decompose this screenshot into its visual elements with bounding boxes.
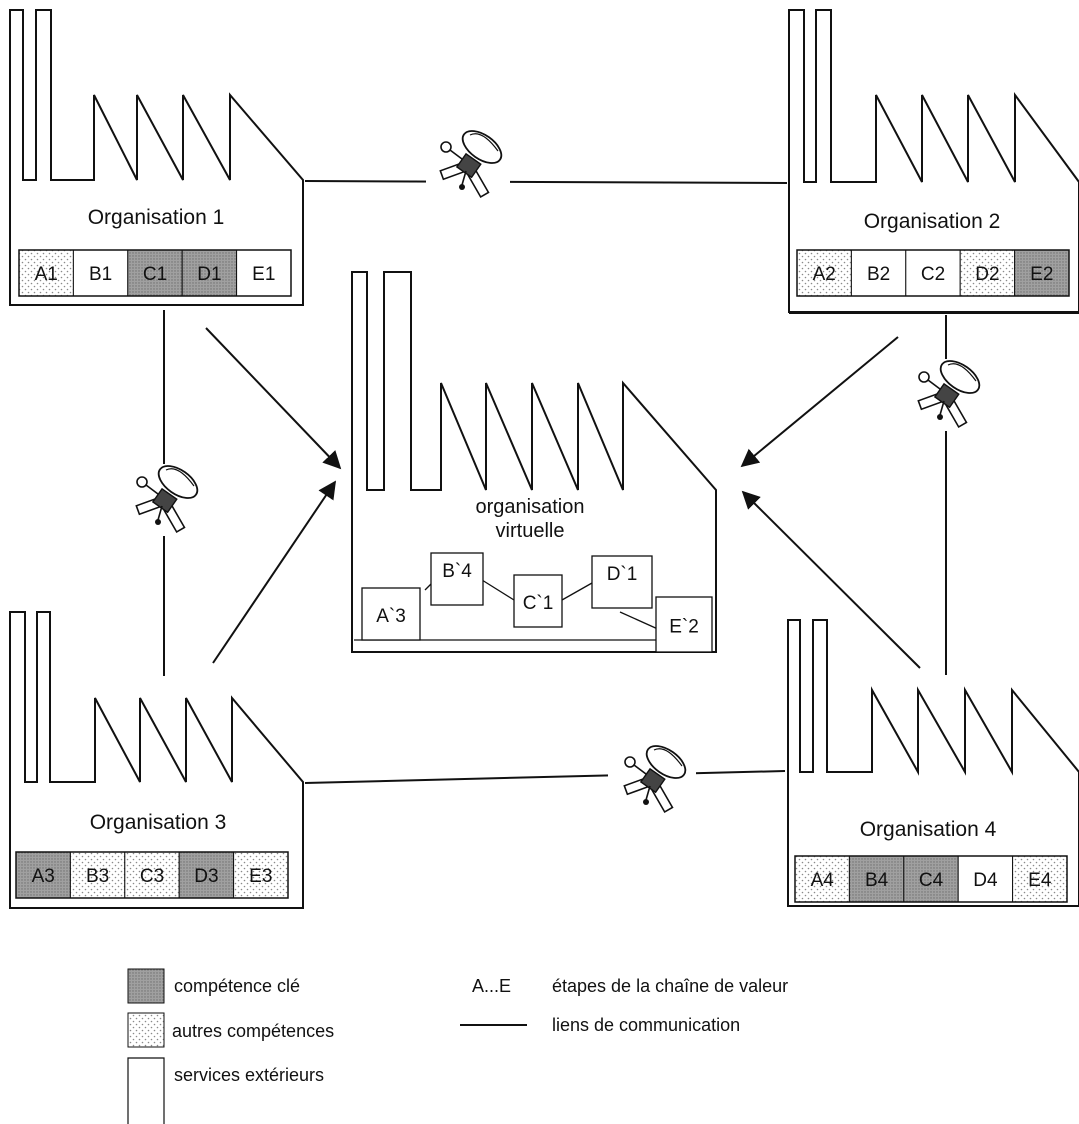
org1-label: Organisation 1 bbox=[88, 206, 225, 229]
value-chain-org4: A4 B4 C4 D4 E4 bbox=[795, 856, 1067, 902]
virtual-stage-label: A`3 bbox=[376, 606, 406, 627]
org3-label: Organisation 3 bbox=[90, 811, 227, 834]
virtual-label-line1: organisation bbox=[476, 496, 585, 518]
virtual-stage-label: B`4 bbox=[442, 561, 472, 582]
value-chain-cell-label: C2 bbox=[921, 264, 945, 285]
value-chain-org2: A2 B2 C2 D2 E2 bbox=[797, 250, 1069, 296]
value-chain-cell-label: D1 bbox=[197, 264, 221, 285]
value-chain-cell-label: C4 bbox=[919, 870, 944, 891]
org2-label: Organisation 2 bbox=[864, 210, 1001, 233]
value-chain-cell-label: A3 bbox=[32, 866, 55, 887]
value-chain-org3: A3 B3 C3 D3 E3 bbox=[16, 852, 288, 898]
satellite-icon bbox=[918, 355, 985, 431]
org4-label: Organisation 4 bbox=[860, 818, 997, 841]
factory-virtual: organisation virtuelle A`3 B`4C`1 D`1E`2 bbox=[352, 272, 716, 652]
value-chain-org1: A1 B1 C1 D1 E1 bbox=[19, 250, 291, 296]
legend-swatch-key bbox=[128, 969, 164, 1003]
satellite-icon bbox=[608, 740, 696, 812]
legend-stages-text: étapes de la chaîne de valeur bbox=[552, 976, 788, 996]
virtual-stage-label: E`2 bbox=[669, 617, 699, 638]
legend-stages-symbol: A...E bbox=[472, 976, 511, 996]
value-chain-cell-label: E1 bbox=[252, 264, 275, 285]
satellite-icon bbox=[136, 460, 203, 536]
satellite-icon bbox=[426, 125, 510, 197]
value-chain-cell-label: A2 bbox=[813, 264, 836, 285]
value-chain-cell-label: D4 bbox=[973, 870, 998, 891]
link-org3-org4 bbox=[305, 771, 785, 783]
arrow-org3 bbox=[213, 482, 335, 663]
virtual-stage-label: C`1 bbox=[523, 593, 554, 614]
arrow-org4 bbox=[743, 492, 920, 668]
value-chain-cell-label: B4 bbox=[865, 870, 889, 891]
value-chain-cell-label: E2 bbox=[1030, 264, 1053, 285]
value-chain-cell-label: E3 bbox=[249, 866, 272, 887]
virtual-stage-label: D`1 bbox=[607, 564, 638, 585]
legend-swatch-external bbox=[128, 1058, 164, 1124]
value-chain-cell-label: A1 bbox=[35, 264, 58, 285]
virtual-label-line2: virtuelle bbox=[496, 520, 565, 542]
value-chain-cell-label: E4 bbox=[1028, 870, 1052, 891]
value-chain-cell-label: B1 bbox=[89, 264, 112, 285]
value-chain-cell-label: B2 bbox=[867, 264, 890, 285]
legend-swatch-other bbox=[128, 1013, 164, 1047]
value-chain-cell-label: D3 bbox=[194, 866, 218, 887]
value-chain-cell-label: B3 bbox=[86, 866, 109, 887]
arrow-org2 bbox=[742, 337, 898, 466]
legend-other-competences: autres compétences bbox=[172, 1021, 334, 1041]
link-org1-org2 bbox=[305, 181, 787, 183]
value-chain-cell-label: C3 bbox=[140, 866, 164, 887]
value-chain-cell-label: A4 bbox=[811, 870, 835, 891]
legend-links-text: liens de communication bbox=[552, 1015, 740, 1035]
value-chain-cell-label: D2 bbox=[975, 264, 999, 285]
arrow-org1 bbox=[206, 328, 340, 468]
legend-external-services: services extérieurs bbox=[174, 1065, 324, 1085]
legend: compétence clé autres compétences servic… bbox=[128, 969, 788, 1124]
value-chain-cell-label: C1 bbox=[143, 264, 167, 285]
legend-key-competence: compétence clé bbox=[174, 976, 300, 996]
